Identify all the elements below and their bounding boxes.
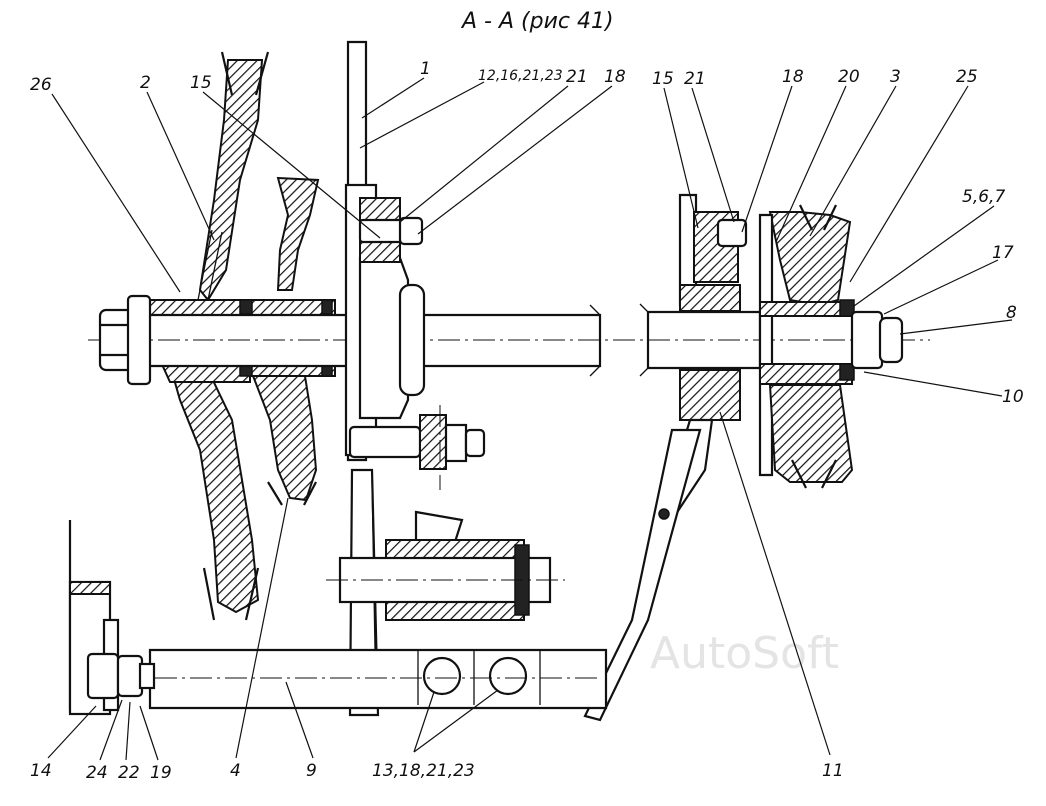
left-double-pulley — [149, 51, 336, 621]
callout-1: 1 — [420, 59, 431, 79]
callout-24: 24 — [86, 763, 108, 783]
callout-20: 20 — [838, 67, 860, 87]
watermark: AutoSoft — [650, 628, 839, 679]
callout-18-right: 18 — [782, 67, 804, 87]
callout-26: 26 — [30, 75, 52, 95]
callout-13-18-21-23: 13,18,21,23 — [372, 761, 475, 781]
callout-17: 17 — [992, 243, 1014, 263]
left-bracket — [68, 520, 156, 716]
callout-labels: 26 2 15 1 12,16,21,23 21 18 15 21 18 20 … — [30, 59, 1024, 783]
callout-15-right: 15 — [652, 69, 674, 89]
callout-4: 4 — [230, 761, 241, 781]
callout-8: 8 — [1006, 303, 1017, 323]
callout-21-left: 21 — [566, 67, 588, 87]
callout-18-left: 18 — [604, 67, 626, 87]
tensioner-bolt — [348, 405, 486, 490]
callout-25: 25 — [956, 67, 978, 87]
callout-5-6-7: 5,6,7 — [962, 187, 1005, 207]
bottom-bar — [148, 648, 608, 710]
leader-lines — [47, 77, 1013, 761]
section-title: А - А (рис 41) — [460, 9, 614, 34]
callout-14: 14 — [30, 761, 52, 781]
callout-19: 19 — [150, 763, 172, 783]
callout-2: 2 — [140, 73, 151, 93]
callout-9: 9 — [306, 761, 317, 781]
right-pulley — [758, 204, 904, 489]
callout-21-right: 21 — [684, 69, 706, 89]
right-bearing-housing — [583, 193, 748, 722]
callout-22: 22 — [118, 763, 140, 783]
lower-sleeve — [326, 510, 565, 621]
callout-3: 3 — [890, 67, 901, 87]
callout-12-16-21-23: 12,16,21,23 — [478, 68, 563, 84]
callout-10: 10 — [1002, 387, 1024, 407]
callout-11: 11 — [822, 761, 844, 781]
callout-15-left: 15 — [190, 73, 212, 93]
left-nut — [98, 294, 152, 386]
